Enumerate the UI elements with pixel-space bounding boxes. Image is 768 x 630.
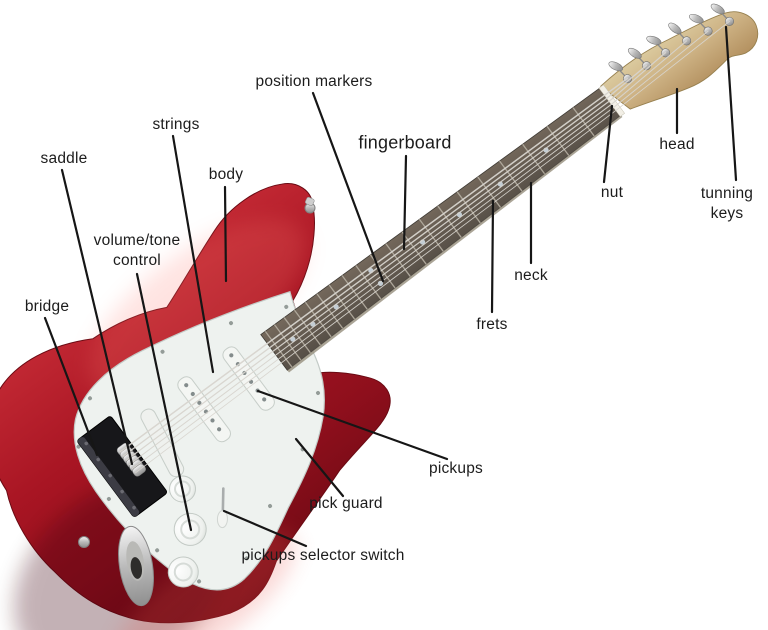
label-nut: nut	[600, 184, 624, 202]
label-pickups-selector-switch: pickups selector switch	[241, 547, 405, 565]
strap-button-horn	[304, 196, 316, 214]
neck-edge	[287, 115, 623, 373]
jack-plate	[118, 525, 154, 607]
leader-selector-switch	[222, 509, 308, 548]
frets	[264, 107, 595, 368]
tone-knob-2	[167, 556, 199, 588]
label-fingerboard: fingerboard	[358, 132, 452, 153]
leader-position-markers	[311, 91, 385, 283]
leader-fingerboard	[402, 154, 408, 251]
leader-lines	[43, 25, 738, 548]
strings-lines	[119, 20, 730, 474]
leader-saddle	[60, 168, 134, 466]
headstock-shape	[600, 11, 759, 110]
label-bridge: bridge	[24, 298, 70, 316]
label-tunning-keys: tunning keys	[700, 185, 754, 222]
leader-bridge	[43, 316, 99, 457]
leader-volume-tone	[135, 272, 193, 532]
leader-strings	[171, 134, 215, 374]
label-body: body	[208, 166, 244, 184]
label-neck: neck	[514, 267, 548, 285]
strap-button-bottom	[78, 536, 90, 548]
leader-nut	[602, 104, 614, 184]
label-strings: strings	[152, 116, 200, 134]
label-volume-tone-control: volume/tone control	[93, 232, 181, 269]
selector-switch	[216, 487, 228, 529]
leader-pickups	[256, 389, 449, 461]
leader-body	[223, 185, 228, 283]
label-position-markers: position markers	[255, 73, 373, 91]
label-frets: frets	[476, 316, 508, 334]
label-saddle: saddle	[40, 150, 88, 168]
leader-frets	[490, 199, 495, 314]
label-head: head	[659, 136, 695, 154]
leader-tunning-keys	[724, 25, 738, 182]
leader-pick-guard	[294, 437, 345, 498]
label-pick-guard: pick guard	[309, 495, 383, 513]
label-pickups: pickups	[429, 460, 483, 478]
